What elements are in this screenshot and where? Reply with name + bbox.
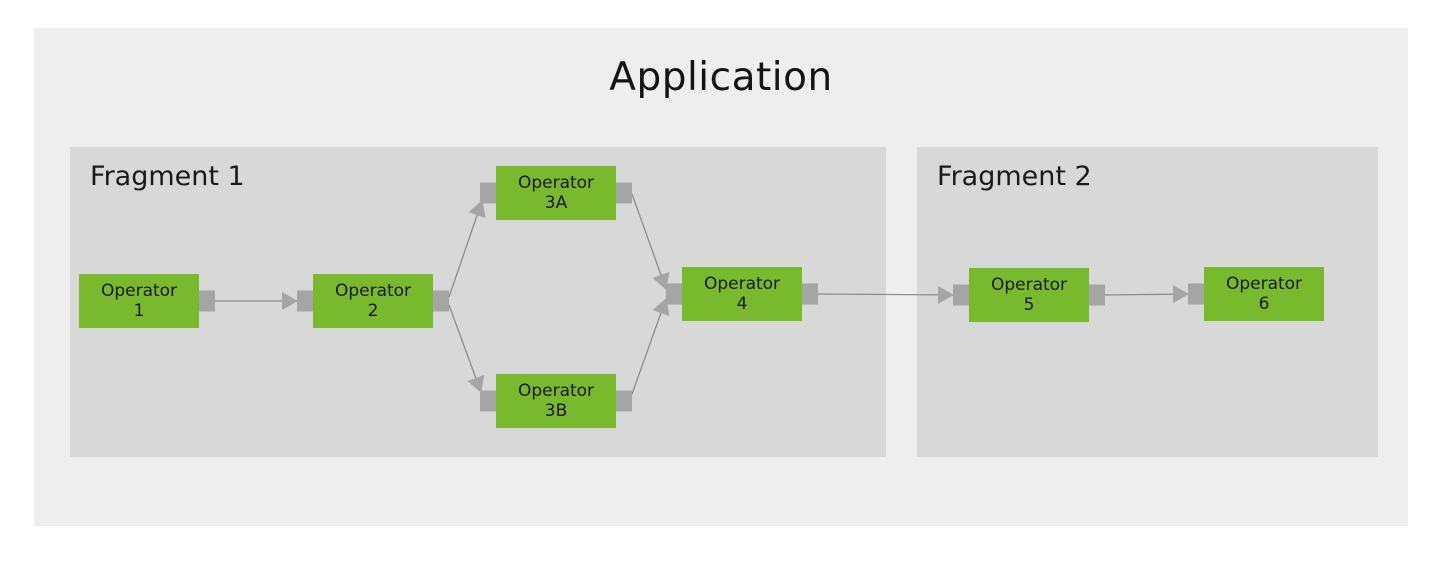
operator-3a-output-port [616, 182, 632, 204]
operator-node-4: Operator 4 [666, 267, 818, 321]
operator-4-name: Operator [703, 274, 781, 294]
application-title: Application [609, 55, 833, 100]
fragment-2-label: Fragment 2 [937, 161, 1092, 192]
operator-6-name: Operator [1225, 274, 1303, 294]
operator-3a-name: Operator [517, 173, 595, 193]
operator-5-number: 5 [1023, 295, 1035, 315]
operator-3b-output-port [616, 390, 632, 412]
operator-2-name: Operator [334, 281, 412, 301]
operator-4-output-port [802, 283, 818, 305]
operator-node-2: Operator 2 [297, 274, 449, 328]
operator-2-number: 2 [367, 301, 379, 321]
operator-1-output-port [199, 290, 215, 312]
operator-node-3a: Operator 3A [480, 166, 632, 220]
operator-node-5: Operator 5 [953, 268, 1105, 322]
operator-2-input-port [297, 290, 313, 312]
operator-4-input-port [666, 283, 682, 305]
operator-3b-name: Operator [517, 381, 595, 401]
operator-2-output-port [433, 290, 449, 312]
operator-5-name: Operator [990, 275, 1068, 295]
operator-node-6: Operator 6 [1188, 267, 1324, 321]
operator-node-3b: Operator 3B [480, 374, 632, 428]
operator-3b-input-port [480, 390, 496, 412]
fragment-1-label: Fragment 1 [90, 161, 245, 192]
operator-3a-number: 3A [544, 193, 568, 213]
operator-4-number: 4 [736, 294, 748, 314]
operator-3b-number: 3B [544, 401, 568, 421]
operator-6-input-port [1188, 283, 1204, 305]
operator-1-name: Operator [100, 281, 178, 301]
operator-5-input-port [953, 284, 969, 306]
operator-node-1: Operator 1 [79, 274, 215, 328]
operator-3a-input-port [480, 182, 496, 204]
operator-6-number: 6 [1258, 294, 1270, 314]
operator-1-number: 1 [133, 301, 145, 321]
operator-5-output-port [1089, 284, 1105, 306]
